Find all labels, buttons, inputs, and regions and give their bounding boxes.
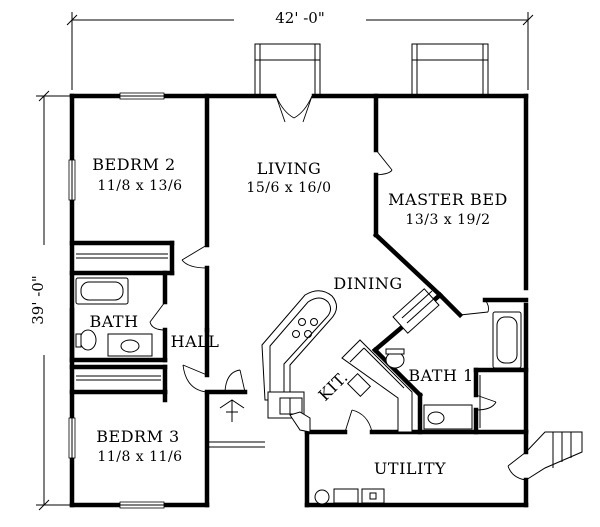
master-closet-door: [375, 149, 393, 176]
utility-door: [344, 409, 373, 433]
utility-steps: [507, 431, 583, 481]
utility-fixtures: [314, 488, 385, 505]
bedroom3-label: BEDRM 3: [96, 427, 179, 446]
closets: [76, 253, 481, 428]
master-bay-window: [411, 43, 489, 96]
depth-dimension-label: 39' -0": [29, 275, 47, 325]
kitchen-counter: [261, 290, 413, 433]
master-size: 13/3 x 19/2: [405, 212, 490, 228]
dining-label: DINING: [333, 274, 402, 293]
bath1-door: [459, 299, 490, 316]
depth-dimension: 39' -0": [29, 90, 72, 511]
bath-door: [149, 301, 166, 331]
width-dimension: 42' -0": [66, 6, 534, 90]
living-size: 15/6 x 16/0: [246, 180, 331, 196]
hall-label: HALL: [171, 332, 220, 351]
living-label: LIVING: [257, 159, 322, 178]
entry-steps: [207, 399, 265, 448]
bath1-fixtures: [385, 288, 522, 430]
bedroom3-size: 11/8 x 11/6: [97, 449, 182, 465]
hall-door: [224, 369, 246, 393]
windows: [68, 92, 165, 509]
kitchen-label: KIT.: [314, 367, 351, 404]
bath1-closet-door: [475, 394, 497, 411]
bedroom2-door: [181, 244, 208, 269]
front-door: [275, 95, 313, 123]
width-dimension-label: 42' -0": [275, 9, 325, 27]
master-label: MASTER BED: [388, 190, 508, 209]
bath-fixtures: [75, 277, 153, 357]
utility-label: UTILITY: [374, 459, 446, 478]
bath1-label: BATH 1: [408, 366, 473, 385]
bath-label: BATH: [89, 312, 138, 331]
bedroom2-label: BEDRM 2: [92, 155, 175, 174]
bedroom3-door: [182, 364, 208, 393]
living-bay-window: [254, 43, 321, 96]
bedroom2-size: 11/8 x 13/6: [97, 178, 182, 194]
